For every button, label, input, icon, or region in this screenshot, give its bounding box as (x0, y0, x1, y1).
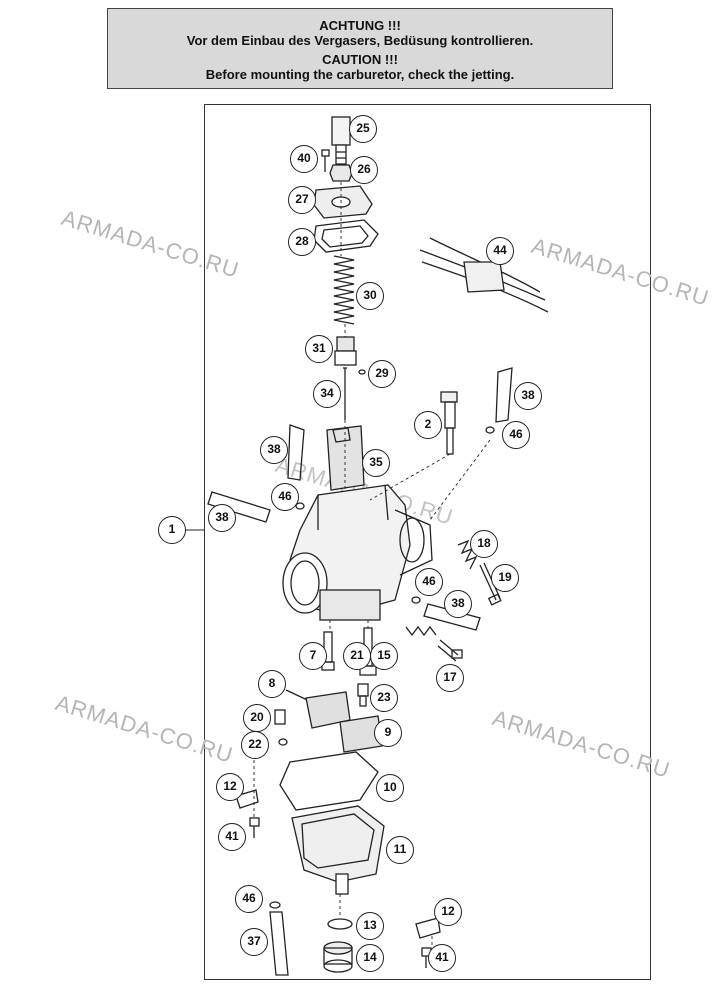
callout-40: 40 (290, 145, 318, 173)
caution-banner: ACHTUNG !!! Vor dem Einbau des Vergasers… (107, 8, 613, 89)
adjuster-screw (331, 116, 351, 176)
nut (329, 164, 353, 182)
pilot-jet-clip (278, 738, 288, 746)
callout-11: 11 (386, 836, 414, 864)
callout-38: 38 (208, 504, 236, 532)
hose-bracket (415, 917, 441, 939)
hose-clip (295, 502, 305, 510)
callout-14: 14 (356, 944, 384, 972)
choke-plunger (440, 391, 458, 455)
callout-21: 21 (343, 642, 371, 670)
hose-clip (269, 901, 281, 909)
banner-de-title: ACHTUNG !!! (319, 18, 401, 33)
callout-29: 29 (368, 360, 396, 388)
vent-hose (207, 491, 271, 523)
hose-clip (411, 596, 421, 604)
drain-hose (269, 911, 289, 976)
callout-41: 41 (218, 823, 246, 851)
callout-28: 28 (288, 228, 316, 256)
callout-12: 12 (216, 773, 244, 801)
callout-38: 38 (444, 590, 472, 618)
callout-15: 15 (370, 642, 398, 670)
small-screw (321, 149, 330, 172)
diagram-frame (204, 104, 651, 980)
needle-clip (358, 369, 366, 375)
banner-de-text: Vor dem Einbau des Vergasers, Bedüsung k… (186, 33, 534, 48)
o-ring (327, 918, 353, 930)
callout-13: 13 (356, 912, 384, 940)
banner-en-title: CAUTION !!! (322, 52, 398, 67)
callout-18: 18 (470, 530, 498, 558)
callout-38: 38 (260, 436, 288, 464)
bowl-gasket (279, 751, 379, 811)
carburetor-body (282, 484, 433, 621)
callout-23: 23 (370, 684, 398, 712)
hose-bracket (235, 789, 259, 809)
vent-hose (495, 367, 513, 423)
air-screw (437, 639, 463, 662)
callout-30: 30 (356, 282, 384, 310)
callout-17: 17 (436, 664, 464, 692)
callout-46: 46 (502, 421, 530, 449)
callout-19: 19 (491, 564, 519, 592)
callout-34: 34 (313, 380, 341, 408)
float-bowl (291, 805, 385, 895)
throttle-cable (419, 237, 549, 313)
callout-46: 46 (271, 483, 299, 511)
callout-46: 46 (235, 885, 263, 913)
vent-hose (287, 424, 305, 481)
callout-22: 22 (241, 731, 269, 759)
float-needle (274, 709, 286, 725)
needle-holder (334, 336, 357, 366)
callout-25: 25 (349, 115, 377, 143)
slide-spring (333, 255, 355, 325)
callout-1: 1 (158, 516, 186, 544)
callout-46: 46 (415, 568, 443, 596)
callout-7: 7 (299, 642, 327, 670)
bracket-screw (249, 817, 260, 838)
callout-12: 12 (434, 898, 462, 926)
callout-10: 10 (376, 774, 404, 802)
pilot-jet (357, 683, 369, 707)
hose-clip (485, 426, 495, 434)
callout-31: 31 (305, 335, 333, 363)
callout-35: 35 (362, 449, 390, 477)
callout-9: 9 (374, 719, 402, 747)
callout-26: 26 (350, 156, 378, 184)
callout-38: 38 (514, 382, 542, 410)
throttle-slide (326, 425, 365, 491)
callout-2: 2 (414, 411, 442, 439)
callout-44: 44 (486, 237, 514, 265)
callout-20: 20 (243, 704, 271, 732)
callout-41: 41 (428, 944, 456, 972)
callout-37: 37 (240, 928, 268, 956)
callout-27: 27 (288, 186, 316, 214)
banner-en-text: Before mounting the carburetor, check th… (205, 67, 515, 82)
callout-8: 8 (258, 670, 286, 698)
drain-plug (323, 941, 353, 973)
air-spring (405, 625, 437, 637)
